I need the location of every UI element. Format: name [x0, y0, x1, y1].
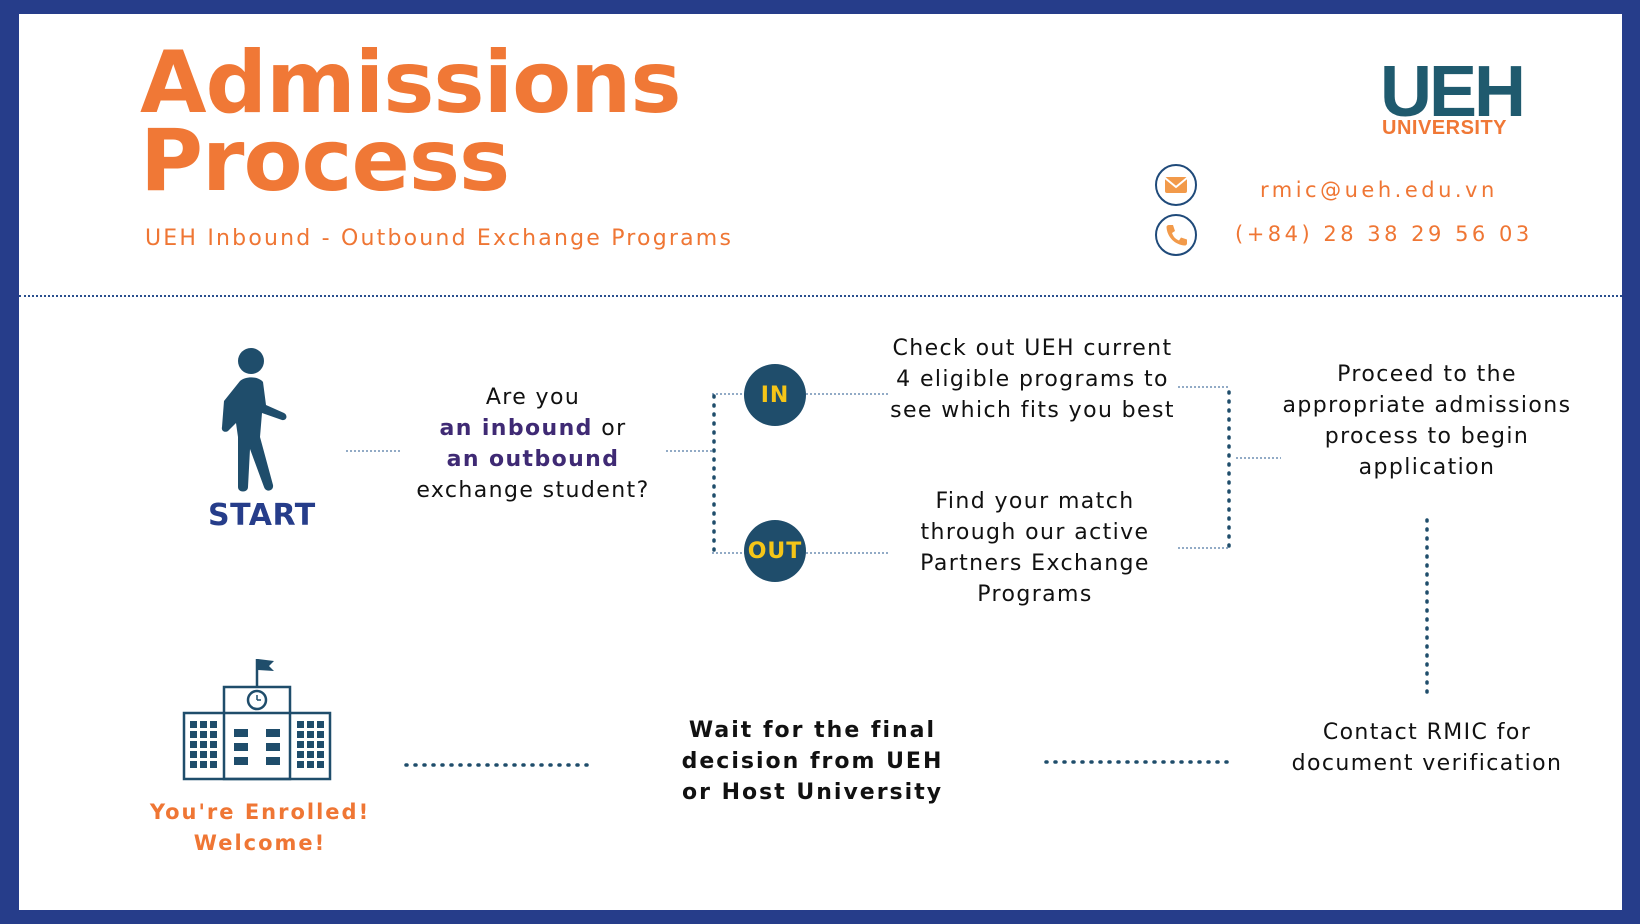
out-badge: OUT: [744, 520, 806, 582]
ueh-logo: UEH: [1380, 52, 1526, 132]
question-line-1: Are you: [485, 385, 581, 410]
infographic-card: [19, 14, 1622, 910]
contact-step-line-1: Contact RMIC for: [1322, 720, 1532, 745]
school-building-icon: [182, 659, 332, 781]
question-line-2: an inbound or: [400, 413, 666, 444]
start-label: START: [208, 498, 316, 533]
title-line-2: Process: [140, 111, 510, 211]
enrolled-message: You're Enrolled! Welcome!: [140, 797, 380, 859]
page-title: Admissions Process: [140, 33, 682, 211]
in-step-line-2: 4 eligible programs to: [896, 367, 1169, 392]
outbound-option: an outbound: [446, 447, 620, 472]
ueh-logo-subtitle: UNIVERSITY: [1382, 117, 1508, 139]
in-step-line-1: Check out UEH current: [892, 336, 1173, 361]
out-step-line-2: through our active: [920, 520, 1150, 545]
question-node: Are you an inbound or an outbound exchan…: [400, 382, 666, 506]
wait-step-node: Wait for the final decision from UEH or …: [680, 715, 945, 808]
email-link[interactable]: rmic@ueh.edu.vn: [1260, 178, 1498, 202]
proceed-line-3: process to begin: [1324, 424, 1530, 449]
proceed-step-node: Proceed to the appropriate admissions pr…: [1272, 359, 1582, 483]
proceed-line-4: application: [1358, 455, 1496, 480]
question-or: or: [601, 416, 627, 441]
wait-line-3: or Host University: [681, 780, 944, 805]
wait-line-1: Wait for the final: [688, 718, 937, 743]
proceed-line-2: appropriate admissions: [1282, 393, 1572, 418]
page-subtitle: UEH Inbound - Outbound Exchange Programs: [145, 226, 734, 251]
enrolled-line-2: Welcome!: [193, 831, 327, 855]
wait-line-2: decision from UEH: [681, 749, 944, 774]
proceed-line-1: Proceed to the: [1337, 362, 1517, 387]
out-step-line-1: Find your match: [935, 489, 1135, 514]
phone-number[interactable]: (+84) 28 38 29 56 03: [1235, 222, 1533, 246]
title-line-1: Admissions: [140, 33, 682, 133]
enrolled-line-1: You're Enrolled!: [149, 800, 371, 824]
inbound-option: an inbound: [439, 416, 593, 441]
out-step-line-3: Partners Exchange: [920, 551, 1150, 576]
in-step-node: Check out UEH current 4 eligible program…: [885, 333, 1180, 426]
header-divider: [19, 295, 1622, 297]
in-badge: IN: [744, 364, 806, 426]
out-step-line-4: Programs: [977, 582, 1093, 607]
contact-step-node: Contact RMIC for document verification: [1282, 717, 1572, 779]
out-step-node: Find your match through our active Partn…: [895, 486, 1175, 610]
walking-person-icon: [221, 348, 287, 492]
mail-icon: [1155, 164, 1197, 206]
question-line-4: exchange student?: [416, 478, 650, 503]
contact-step-line-2: document verification: [1291, 751, 1563, 776]
in-step-line-3: see which fits you best: [890, 398, 1175, 423]
phone-icon: [1155, 214, 1197, 256]
